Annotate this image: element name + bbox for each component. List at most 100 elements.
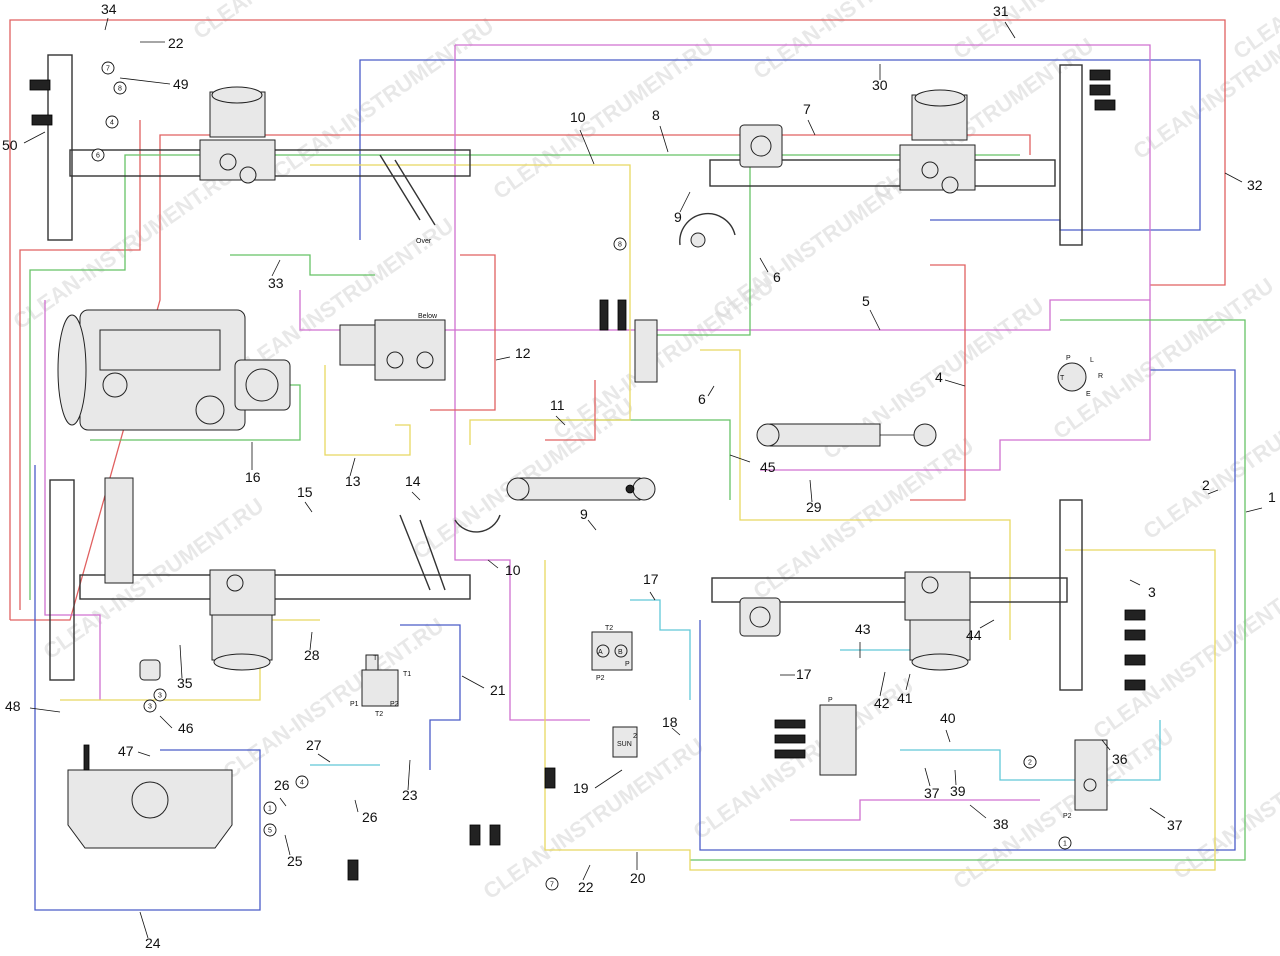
watermark: CLEAN-INSTRUMENT.RU <box>269 13 499 184</box>
label-e: E <box>1086 391 1091 398</box>
watermark: CLEAN-INSTRUMENT.RU <box>1139 373 1280 544</box>
callout-11: 11 <box>550 397 565 413</box>
label-p-bank: P <box>828 697 833 704</box>
label-t2-brake: T2 <box>375 711 383 718</box>
callout-5: 5 <box>862 293 870 309</box>
callout-31: 31 <box>993 3 1009 19</box>
watermark: CLEAN-INSTRUMENT.RU <box>1169 713 1280 884</box>
callout-leader-47 <box>137 751 151 757</box>
port-mark-8: 8 <box>618 242 622 249</box>
label-p1: P1 <box>350 701 359 708</box>
callout-7: 7 <box>803 101 811 117</box>
callout-leader-17 <box>649 591 656 601</box>
hose-45-yellow <box>700 349 1011 640</box>
callout-leader-22 <box>582 864 591 881</box>
watermark: CLEAN-INSTRUMENT.RU <box>749 0 979 84</box>
watermark: CLEAN-INSTRUMENT.RU <box>949 723 1179 894</box>
callout-leader-6 <box>759 257 769 273</box>
callout-20: 20 <box>630 870 646 886</box>
callout-18: 18 <box>662 714 678 730</box>
port-mark-3: 3 <box>148 704 152 711</box>
label-t: T <box>373 655 378 662</box>
callout-leader-15 <box>304 501 313 513</box>
label-a: A <box>598 649 603 656</box>
engine-pulley <box>102 372 128 398</box>
callout-37: 37 <box>1167 817 1183 833</box>
port-mark-circle-4 <box>105 115 119 129</box>
callout-4: 4 <box>935 369 943 385</box>
label-b: B <box>618 649 623 656</box>
callout-leader-21 <box>461 675 485 689</box>
hose-38-magenta <box>790 799 1040 821</box>
steering-valve-right <box>1057 362 1087 392</box>
callout-leader-10 <box>487 559 499 569</box>
callout-29: 29 <box>806 499 822 515</box>
hose-17-cyan <box>630 599 691 700</box>
callout-leader-8 <box>659 125 669 153</box>
label-p: P <box>625 661 630 668</box>
brake-valve-body <box>361 669 399 707</box>
port-mark-7: 7 <box>106 66 110 73</box>
pump-port-a <box>386 351 404 369</box>
engine-fan <box>57 314 87 426</box>
hose-12-red <box>430 254 496 411</box>
label-t2-orbitrol: T2 <box>605 625 613 632</box>
bottom-knuckle-bore <box>749 606 771 628</box>
callout-36: 36 <box>1112 751 1128 767</box>
hose-31-red-b <box>10 134 1031 621</box>
callout-37: 37 <box>924 785 940 801</box>
port-mark-5: 5 <box>268 828 272 835</box>
hose-33-green <box>230 254 375 276</box>
callout-27: 27 <box>306 737 322 753</box>
watermark: CLEAN-INSTRUMENT.RU <box>1089 573 1280 744</box>
engine-flywheel <box>245 368 279 402</box>
callout-leader-9 <box>679 191 691 213</box>
port-mark-circle-6 <box>91 148 105 162</box>
hose-4-red <box>910 264 966 501</box>
callout-leader-9 <box>587 519 597 531</box>
tank-filter <box>131 781 169 819</box>
callout-17: 17 <box>796 666 812 682</box>
watermark: CLEAN-INSTRUMENT.RU <box>9 163 239 334</box>
callout-leader-18 <box>671 727 681 736</box>
priority-valve-block <box>361 654 399 707</box>
label-sun: SUN <box>617 741 632 748</box>
valve-lever-2 <box>774 734 806 744</box>
orbitrol-port-a <box>596 644 610 658</box>
callout-leader-35 <box>179 644 183 679</box>
steering-valve-body <box>1057 362 1087 392</box>
coupler-bottom-right-3 <box>1124 654 1146 666</box>
label-t1: T1 <box>403 671 411 678</box>
port-marks: 78468324153217 <box>91 61 1072 891</box>
port-mark-circle-7 <box>545 877 559 891</box>
callout-leader-26 <box>279 797 287 807</box>
coupler-bottom-2 <box>469 824 481 846</box>
chassis-frames <box>47 54 1083 691</box>
hose-yellow-top <box>310 164 631 445</box>
port-mark-circle-2 <box>1023 755 1037 769</box>
bottom-right-frame-beam <box>711 577 1068 603</box>
callout-leader-48 <box>29 707 61 713</box>
bottom-right-rail <box>1059 499 1083 691</box>
callout-14: 14 <box>405 473 421 489</box>
top-left-rail <box>47 54 73 241</box>
coupler-top-left-2 <box>31 114 53 126</box>
callout-24: 24 <box>145 935 161 951</box>
hose-magenta-right <box>760 300 1151 471</box>
hose-magenta-left <box>44 300 101 700</box>
callout-leader-27 <box>317 753 331 763</box>
tank-sight-gauge <box>83 744 90 771</box>
hose-39-cyan <box>900 720 1161 781</box>
label-p2-aux: P2 <box>1063 813 1072 820</box>
label-t-steer: T <box>1060 375 1065 382</box>
watermark: CLEAN-INSTRUMENT.RU <box>189 0 419 44</box>
callout-leader-31 <box>1004 21 1016 39</box>
port-mark-circle-3 <box>143 699 157 713</box>
label-l: L <box>1090 357 1094 364</box>
steering-cylinder-9 <box>506 477 656 501</box>
steering-cylinder-29 <box>756 423 937 447</box>
port-mark-2: 2 <box>1028 760 1032 767</box>
callout-15: 15 <box>297 484 313 500</box>
label-p2-orbitrol: P2 <box>596 675 605 682</box>
label-r: R <box>1098 373 1103 380</box>
